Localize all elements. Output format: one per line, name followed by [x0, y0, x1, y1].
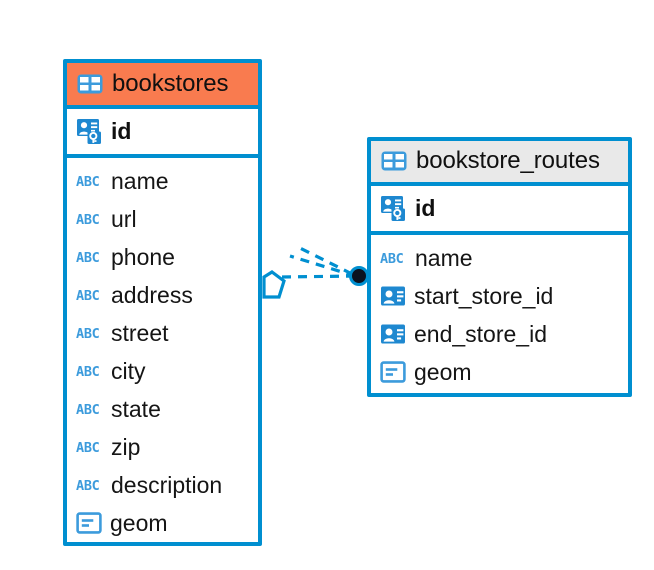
relationship-leg-middle — [289, 254, 356, 278]
text-abc-icon: ABC — [76, 174, 100, 190]
fields-list-bookstores: ABC name ABC url ABC phone ABC — [67, 158, 258, 548]
field-label: description — [111, 471, 223, 498]
entity-bookstore-routes[interactable]: bookstore_routes id ABC — [367, 137, 632, 397]
field-label: url — [111, 205, 137, 232]
primary-key-label: id — [415, 194, 436, 221]
svg-text:ABC: ABC — [76, 478, 100, 494]
table-icon — [77, 74, 103, 93]
svg-text:ABC: ABC — [76, 212, 100, 228]
field-label: zip — [111, 433, 141, 460]
primary-key-label: id — [111, 117, 132, 144]
text-abc-icon: ABC — [76, 250, 100, 266]
relationship-leg-upper — [281, 274, 356, 279]
svg-text:ABC: ABC — [76, 288, 100, 304]
text-abc-icon: ABC — [380, 251, 404, 267]
text-abc-icon: ABC — [76, 288, 100, 304]
field-label: address — [111, 281, 193, 308]
field-row[interactable]: ABC name — [76, 162, 248, 200]
field-row[interactable]: ABC url — [76, 200, 248, 238]
svg-text:ABC: ABC — [380, 251, 404, 267]
svg-text:ABC: ABC — [76, 364, 100, 380]
field-label: phone — [111, 243, 175, 270]
text-abc-icon: ABC — [76, 440, 100, 456]
foreign-key-icon — [381, 324, 405, 344]
entity-header-bookstore-routes[interactable]: bookstore_routes — [371, 141, 628, 186]
primary-key-icon — [77, 119, 101, 144]
text-abc-icon: ABC — [76, 364, 100, 380]
text-abc-icon: ABC — [76, 402, 100, 418]
foreign-key-icon — [381, 286, 405, 306]
svg-text:ABC: ABC — [76, 174, 100, 190]
field-label: geom — [414, 358, 472, 385]
crows-foot-icon — [262, 270, 286, 299]
primary-key-row-bookstore-routes[interactable]: id — [371, 186, 628, 235]
geometry-icon — [76, 512, 102, 534]
text-abc-icon: ABC — [76, 326, 100, 342]
primary-key-icon — [381, 196, 405, 221]
text-abc-icon: ABC — [76, 478, 100, 494]
field-row[interactable]: geom — [76, 504, 248, 542]
field-label: city — [111, 357, 146, 384]
svg-text:ABC: ABC — [76, 326, 100, 342]
field-label: street — [111, 319, 169, 346]
field-row[interactable]: ABC city — [76, 352, 248, 390]
field-row[interactable]: ABC address — [76, 276, 248, 314]
svg-text:ABC: ABC — [76, 250, 100, 266]
relationship-leg-lower — [299, 246, 353, 276]
entity-bookstores[interactable]: bookstores id ABC name — [63, 59, 262, 546]
field-label: name — [415, 244, 473, 271]
field-row[interactable]: start_store_id — [380, 277, 618, 315]
field-row[interactable]: ABC phone — [76, 238, 248, 276]
field-row[interactable]: ABC name — [380, 239, 618, 277]
field-label: end_store_id — [414, 320, 547, 347]
field-row[interactable]: ABC zip — [76, 428, 248, 466]
field-label: geom — [110, 509, 168, 536]
field-label: state — [111, 395, 161, 422]
field-label: start_store_id — [414, 282, 554, 309]
field-row[interactable]: ABC description — [76, 466, 248, 504]
field-row[interactable]: ABC state — [76, 390, 248, 428]
field-row[interactable]: end_store_id — [380, 315, 618, 353]
geometry-icon — [380, 361, 406, 383]
svg-text:ABC: ABC — [76, 402, 100, 418]
field-row[interactable]: geom — [380, 353, 618, 391]
table-icon — [381, 151, 407, 171]
filled-circle-icon — [349, 266, 369, 286]
entity-header-bookstores[interactable]: bookstores — [67, 63, 258, 109]
field-label: name — [111, 167, 169, 194]
field-row[interactable]: ABC street — [76, 314, 248, 352]
text-abc-icon: ABC — [76, 212, 100, 228]
entity-title: bookstores — [112, 69, 229, 97]
primary-key-row-bookstores[interactable]: id — [67, 109, 258, 158]
fields-list-bookstore-routes: ABC name start_store_id — [371, 235, 628, 397]
entity-title: bookstore_routes — [416, 147, 600, 175]
svg-text:ABC: ABC — [76, 440, 100, 456]
